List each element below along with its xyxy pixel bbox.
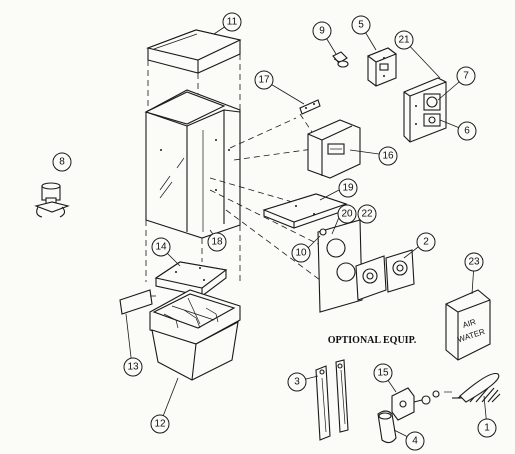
svg-text:13: 13 bbox=[127, 362, 139, 373]
svg-text:14: 14 bbox=[155, 242, 167, 253]
svg-text:4: 4 bbox=[412, 436, 418, 447]
svg-text:7: 7 bbox=[463, 71, 469, 82]
callout-11: 11 bbox=[222, 12, 242, 32]
part-base-plate bbox=[154, 261, 228, 297]
svg-text:8: 8 bbox=[59, 157, 65, 168]
svg-text:9: 9 bbox=[319, 26, 325, 37]
svg-text:15: 15 bbox=[377, 368, 389, 379]
svg-text:22: 22 bbox=[361, 209, 373, 220]
svg-text:10: 10 bbox=[295, 248, 307, 259]
svg-text:20: 20 bbox=[341, 209, 353, 220]
callout-7: 7 bbox=[456, 66, 476, 86]
part-fitting-small bbox=[332, 51, 349, 68]
callout-5: 5 bbox=[351, 15, 371, 35]
callout-4: 4 bbox=[405, 431, 425, 451]
callout-23: 23 bbox=[464, 252, 484, 272]
part-fittings-pair bbox=[355, 249, 415, 301]
svg-text:18: 18 bbox=[211, 237, 223, 248]
part-gauge-bracket bbox=[403, 77, 447, 143]
callout-17: 17 bbox=[254, 70, 274, 90]
callout-9: 9 bbox=[312, 21, 332, 41]
svg-text:16: 16 bbox=[382, 151, 394, 162]
part-solenoid bbox=[34, 182, 70, 218]
callout-1: 1 bbox=[477, 418, 497, 438]
svg-text:5: 5 bbox=[358, 20, 364, 31]
svg-text:11: 11 bbox=[227, 17, 238, 28]
callout-15: 15 bbox=[373, 363, 393, 383]
part-air-water-sign: AIR WATER bbox=[445, 289, 491, 361]
part-nozzle-plate bbox=[391, 387, 452, 421]
part-control-bracket bbox=[307, 119, 361, 179]
part-cabinet-body bbox=[144, 89, 241, 239]
part-hose-grip bbox=[377, 410, 397, 444]
svg-text:12: 12 bbox=[154, 419, 166, 430]
part-lid bbox=[146, 29, 242, 74]
svg-text:1: 1 bbox=[484, 423, 490, 434]
svg-text:2: 2 bbox=[423, 237, 429, 248]
part-base-tub bbox=[149, 289, 241, 381]
svg-text:17: 17 bbox=[258, 75, 270, 86]
part-switch-plate bbox=[366, 47, 398, 87]
part-hose-springs bbox=[315, 359, 349, 441]
callout-6: 6 bbox=[457, 121, 477, 141]
callout-18: 18 bbox=[207, 232, 227, 252]
sign-line-air: AIR bbox=[461, 317, 477, 330]
svg-text:23: 23 bbox=[468, 257, 480, 268]
optional-equipment-label: OPTIONAL EQUIP. bbox=[328, 335, 417, 346]
callout-13: 13 bbox=[123, 357, 143, 377]
svg-text:21: 21 bbox=[398, 35, 410, 46]
part-front-panel bbox=[317, 219, 363, 313]
callout-3: 3 bbox=[287, 372, 307, 392]
svg-text:3: 3 bbox=[294, 377, 300, 388]
svg-text:19: 19 bbox=[342, 183, 354, 194]
callout-16: 16 bbox=[378, 146, 398, 166]
callout-19: 19 bbox=[338, 178, 358, 198]
callout-14: 14 bbox=[151, 237, 171, 257]
callout-22: 22 bbox=[357, 204, 377, 224]
callout-21: 21 bbox=[394, 30, 414, 50]
callout-12: 12 bbox=[150, 414, 170, 434]
callout-2: 2 bbox=[416, 232, 436, 252]
callout-20: 20 bbox=[337, 204, 357, 224]
part-coil-spring bbox=[452, 372, 501, 403]
part-side-plate bbox=[119, 289, 158, 315]
svg-text:6: 6 bbox=[464, 126, 470, 137]
callout-8: 8 bbox=[52, 152, 72, 172]
part-small-bracket bbox=[299, 99, 321, 115]
callout-10: 10 bbox=[291, 243, 311, 263]
